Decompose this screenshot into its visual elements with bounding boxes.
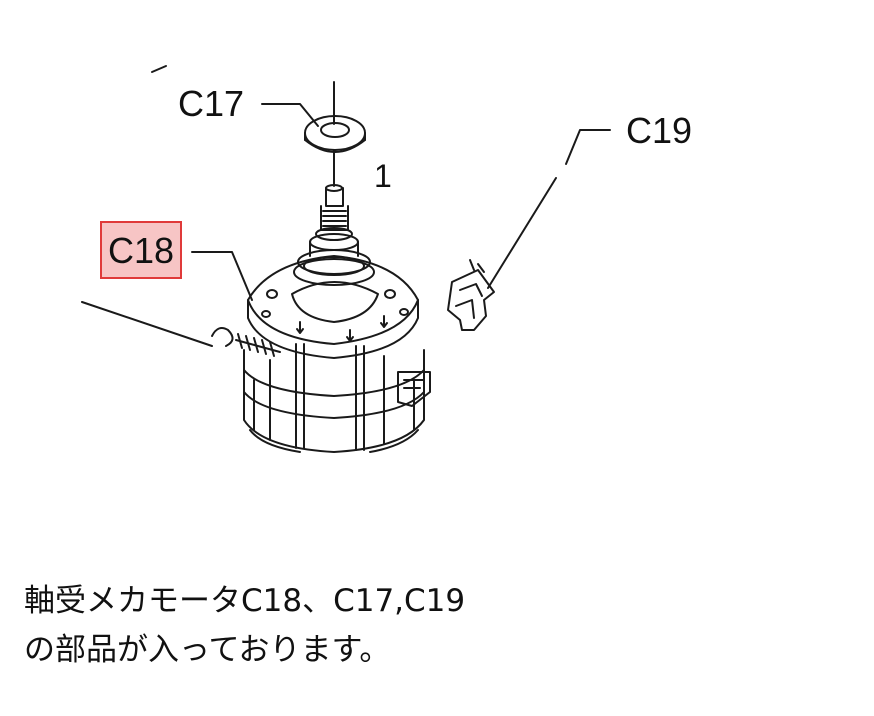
- motor-bracket: [397, 371, 431, 407]
- label-c19: C19: [626, 110, 693, 151]
- shaft: [309, 184, 359, 257]
- c17-leader-line: [261, 103, 319, 127]
- c19-clip: [447, 259, 495, 331]
- motor-flange: [247, 255, 419, 359]
- lever-line: [81, 301, 213, 347]
- label-shaft-number: 1: [374, 158, 392, 194]
- stray-mark: [151, 65, 167, 73]
- c17-washer: [304, 115, 366, 153]
- c19-pointer: [487, 177, 557, 289]
- c18-leader-line: [191, 251, 253, 301]
- label-c17: C17: [178, 83, 245, 124]
- label-c18-highlighted: C18: [100, 221, 182, 279]
- caption-line-1: 軸受メカモータC18、C17,C19: [24, 583, 466, 619]
- motor-body: [243, 343, 425, 453]
- c19-leader-line: [565, 129, 611, 165]
- spring: [211, 327, 281, 357]
- caption-line-2: の部品が入っております。: [24, 632, 391, 668]
